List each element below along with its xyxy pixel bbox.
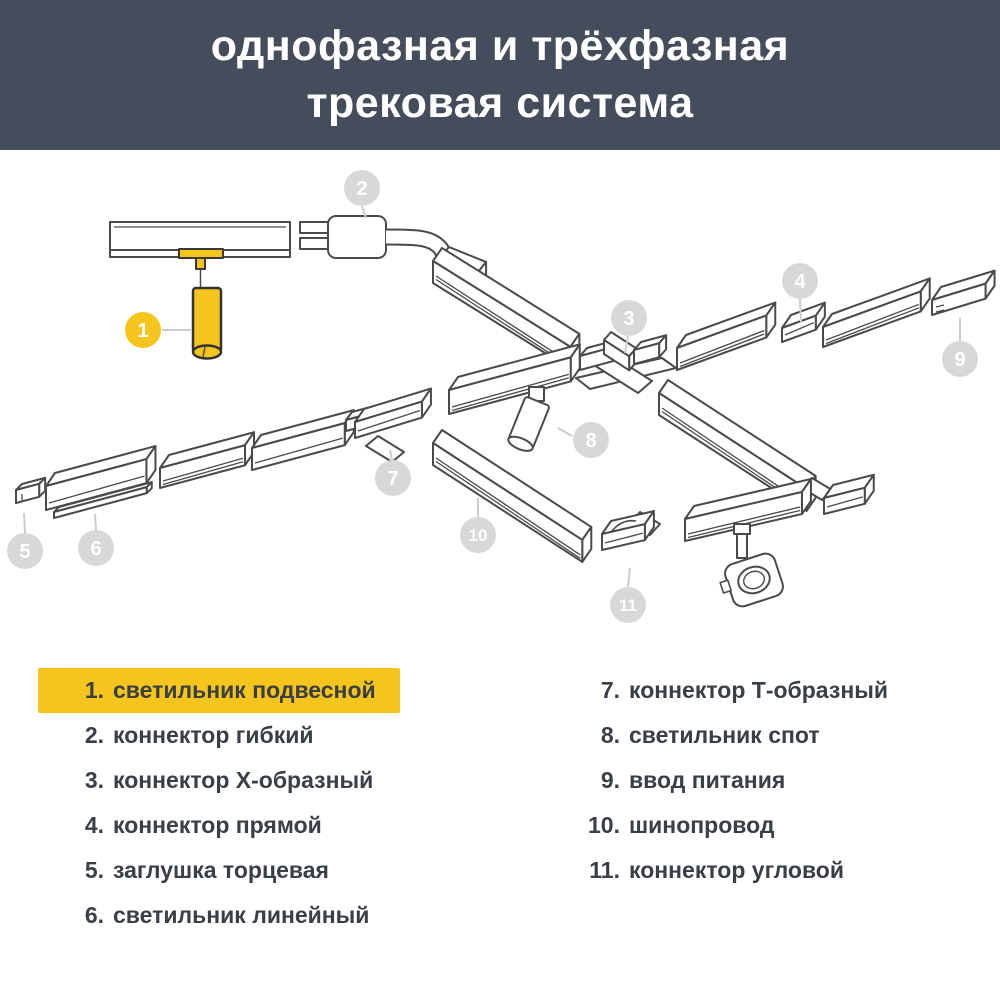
legend-item-label: коннектор гибкий <box>113 722 314 748</box>
end-cap-drawing <box>15 476 47 504</box>
part-badge-number: 11 <box>619 596 637 615</box>
part-badge-number: 9 <box>954 349 965 371</box>
page-header: однофазная и трёхфазная трековая система <box>0 0 1000 150</box>
part-badge-7: 7 <box>375 460 411 496</box>
part-badge-number: 5 <box>19 541 30 563</box>
legend-item: 6. светильник линейный <box>38 893 370 938</box>
legend-item: 7. коннектор Т-образный <box>548 668 888 713</box>
t-connector-drawing <box>354 387 432 463</box>
legend-column-1: 1. светильник подвесной 2. коннектор гибкий… <box>38 668 508 938</box>
corner-connector-right-drawing <box>801 473 875 515</box>
legend-item-label: светильник спот <box>629 722 820 748</box>
track-drawing-sw1 <box>159 431 256 489</box>
gimbal-spot-drawing <box>719 523 784 608</box>
track-system-diagram: 1 2 3 4 5 6 7 8 9 10 11 <box>0 160 1000 680</box>
legend-item: 11. коннектор угловой <box>548 848 844 893</box>
legend-item: 3. коннектор Х-образный <box>38 758 373 803</box>
part-badge-number: 6 <box>90 538 101 560</box>
legend-item-number: 9. <box>600 767 620 793</box>
legend-item: 9. ввод питания <box>548 758 785 803</box>
legend-column-2: 7. коннектор Т-образный 8. светильник спот 9… <box>508 668 888 938</box>
track-drawing-ne2 <box>822 277 931 348</box>
legend-item-label: коннектор Т-образный <box>629 677 888 703</box>
legend-item-number: 4. <box>84 812 104 838</box>
part-badge-10: 10 <box>460 517 496 553</box>
page-title-line1: однофазная и трёхфазная <box>210 22 790 70</box>
legend-item-label: шинопровод <box>629 812 775 838</box>
legend-item-label: светильник подвесной <box>113 677 376 703</box>
legend-item: 5. заглушка торцевая <box>38 848 329 893</box>
legend-item: 1. светильник подвесной <box>38 668 400 713</box>
legend-item-number: 2. <box>84 722 104 748</box>
legend-item: 4. коннектор прямой <box>38 803 322 848</box>
x-connector-drawing <box>575 331 677 394</box>
part-badge-11: 11 <box>610 587 646 623</box>
part-badge-number: 3 <box>623 308 634 330</box>
legend-item-number: 5. <box>84 857 104 883</box>
track-drawing-ne1 <box>676 301 777 371</box>
legend-item-label: заглушка торцевая <box>113 857 329 883</box>
legend-item-label: коннектор прямой <box>113 812 322 838</box>
part-badge-2: 2 <box>344 170 380 206</box>
legend-item-label: светильник линейный <box>113 902 370 928</box>
page-title-line2: трековая система <box>306 79 694 127</box>
track-drawing-se <box>658 379 817 512</box>
part-badge-6: 6 <box>78 530 114 566</box>
part-badge-number: 7 <box>387 468 398 490</box>
legend-item-number: 6. <box>84 902 104 928</box>
pendant-light-drawing <box>178 248 224 360</box>
legend-item-number: 10. <box>588 812 620 838</box>
legend: 1. светильник подвесной 2. коннектор гибкий… <box>38 668 888 938</box>
legend-item-number: 8. <box>600 722 620 748</box>
legend-item-label: коннектор Х-образный <box>113 767 374 793</box>
track-drawing-spot8 <box>448 343 581 415</box>
part-badge-4: 4 <box>782 263 818 299</box>
legend-item: 10. шинопровод <box>548 803 774 848</box>
legend-item-label: ввод питания <box>629 767 786 793</box>
legend-item: 2. коннектор гибкий <box>38 713 314 758</box>
power-input-drawing <box>931 269 996 316</box>
part-badge-number: 4 <box>794 271 806 293</box>
track-drawing-10 <box>432 429 593 563</box>
linear-light-b-drawing <box>251 406 369 471</box>
part-badge-9: 9 <box>942 341 978 377</box>
linear-light-drawing <box>45 445 157 519</box>
spot-light-drawing <box>507 386 550 452</box>
part-badge-5: 5 <box>7 533 43 569</box>
part-badge-1: 1 <box>125 312 161 348</box>
legend-item-number: 3. <box>84 767 104 793</box>
legend-item: 8. светильник спот <box>548 713 820 758</box>
part-badge-number: 2 <box>356 178 367 200</box>
legend-item-number: 1. <box>84 677 104 703</box>
leader-lines <box>23 205 961 588</box>
corner-connector-11-drawing <box>601 510 661 551</box>
part-badge-number: 10 <box>469 526 488 545</box>
track-system-drawing: 1 2 3 4 5 6 7 8 9 10 11 <box>7 170 996 623</box>
part-badge-number: 1 <box>137 320 148 342</box>
legend-item-number: 7. <box>600 677 620 703</box>
part-badge-8: 8 <box>573 422 609 458</box>
part-badge-number: 8 <box>585 430 596 452</box>
part-badge-3: 3 <box>611 300 647 336</box>
legend-item-number: 11. <box>589 857 620 883</box>
legend-item-label: коннектор угловой <box>629 857 844 883</box>
straight-connector-drawing <box>781 301 826 343</box>
